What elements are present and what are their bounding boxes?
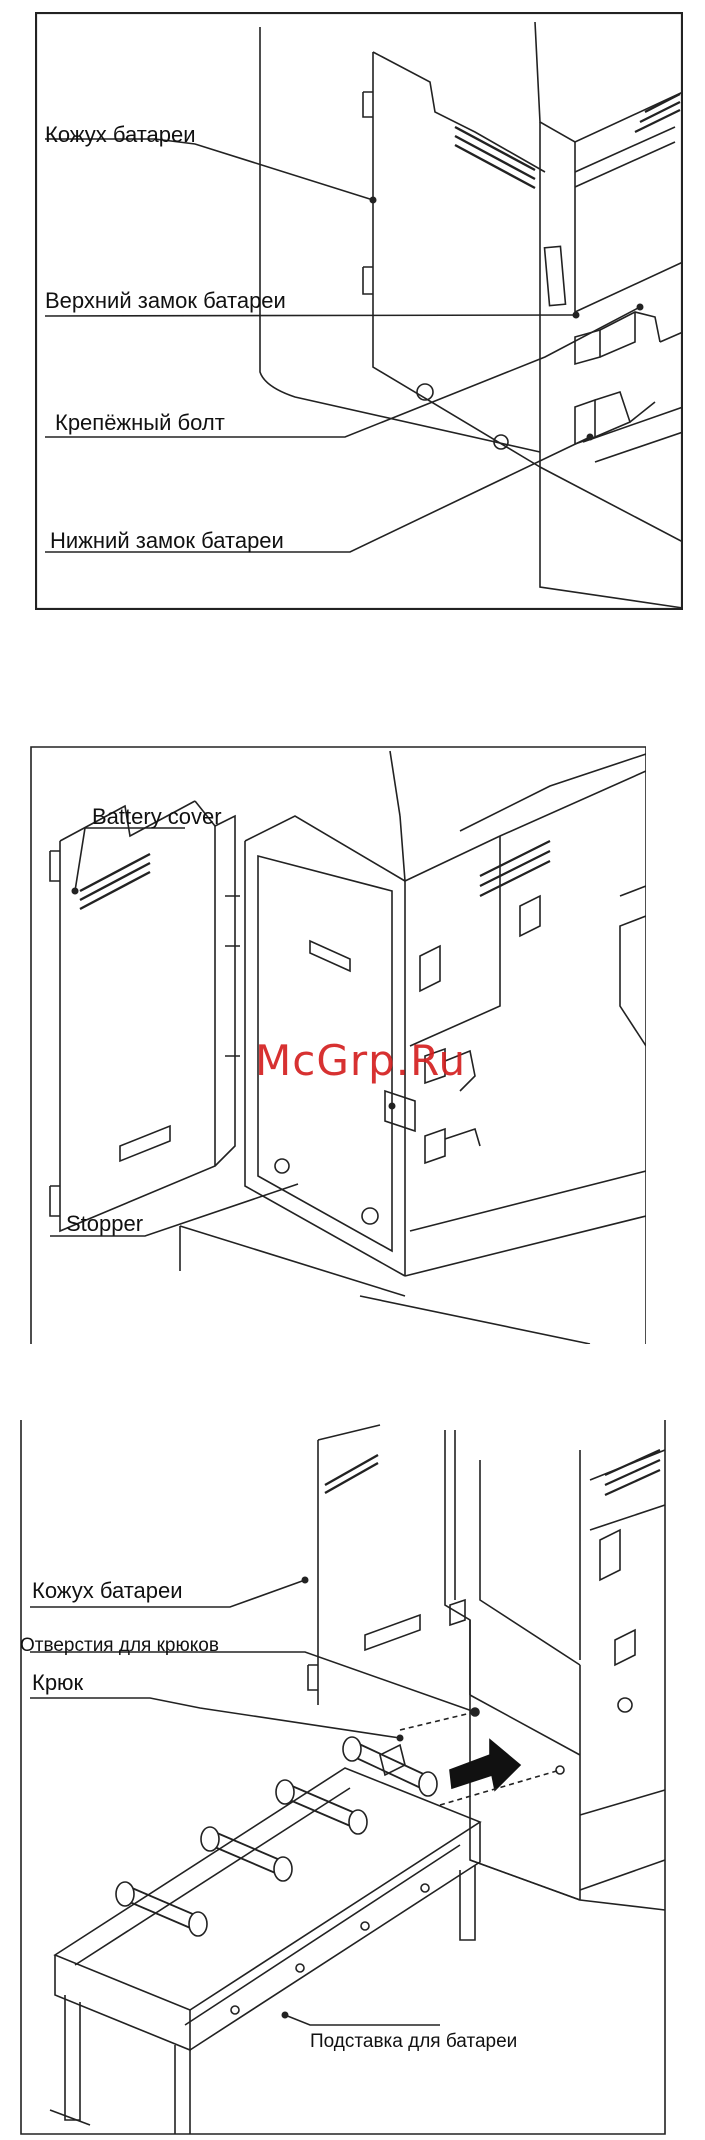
- label-battery-stand: Подставка для батареи: [310, 2032, 517, 2051]
- label-fixing-bolt: Крепёжный болт: [55, 412, 225, 434]
- label-upper-battery-lock: Верхний замок батареи: [45, 290, 286, 312]
- label-battery-cover: Battery cover: [92, 806, 222, 828]
- figure-3-drawing: [20, 1420, 666, 2135]
- label-lower-battery-lock: Нижний замок батареи: [50, 530, 284, 552]
- figure-2-stopper: Battery cover Stopper McGrp.Ru: [30, 746, 646, 1344]
- figure-1-battery-cover-locks: Кожух батареи Верхний замок батареи Креп…: [35, 12, 683, 610]
- label-hook: Крюк: [32, 1672, 83, 1694]
- label-stopper: Stopper: [66, 1213, 143, 1235]
- label-battery-cover: Кожух батареи: [45, 124, 196, 146]
- figure-3-battery-stand: Кожух батареи Отверстия для крюков Крюк …: [20, 1420, 666, 2135]
- label-hook-holes: Отверстия для крюков: [20, 1636, 219, 1655]
- watermark: McGrp.Ru: [255, 1036, 466, 1085]
- label-battery-cover: Кожух батареи: [32, 1580, 183, 1602]
